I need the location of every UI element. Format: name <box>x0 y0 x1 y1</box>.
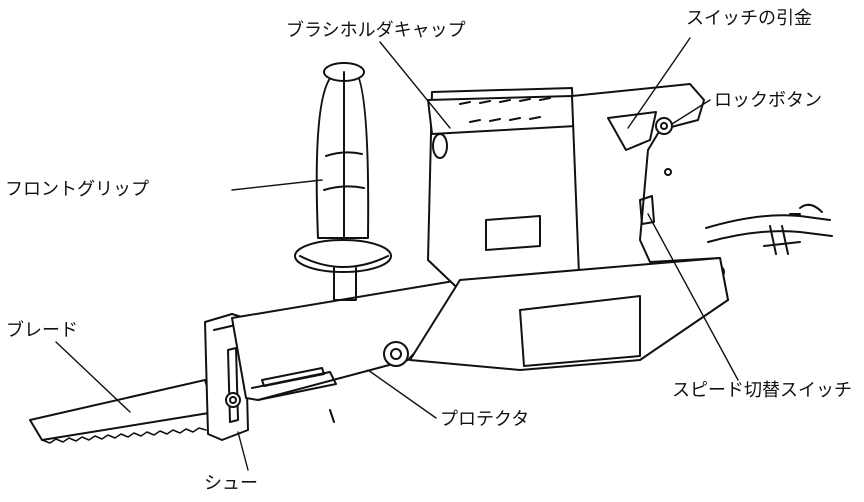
front-grip-label: フロントグリップ <box>5 179 149 200</box>
lower-body-drawing <box>409 257 729 371</box>
blade-drawing <box>29 379 216 444</box>
cord-drawing <box>705 203 833 255</box>
speed-switch-label: スピード切替スイッチ <box>672 380 852 401</box>
protector-label: プロテクタ <box>440 409 530 430</box>
front-grip-drawing <box>294 62 392 301</box>
blade-label: ブレード <box>6 320 78 341</box>
brush-holder-cap-label: ブラシホルダキャップ <box>286 20 466 41</box>
protector-drawing <box>231 279 471 423</box>
shoe-label: シュー <box>204 473 258 494</box>
leader-lines <box>55 37 739 471</box>
lock-button-label: ロックボタン <box>714 90 822 111</box>
switch-trigger-label: スイッチの引金 <box>686 8 812 29</box>
